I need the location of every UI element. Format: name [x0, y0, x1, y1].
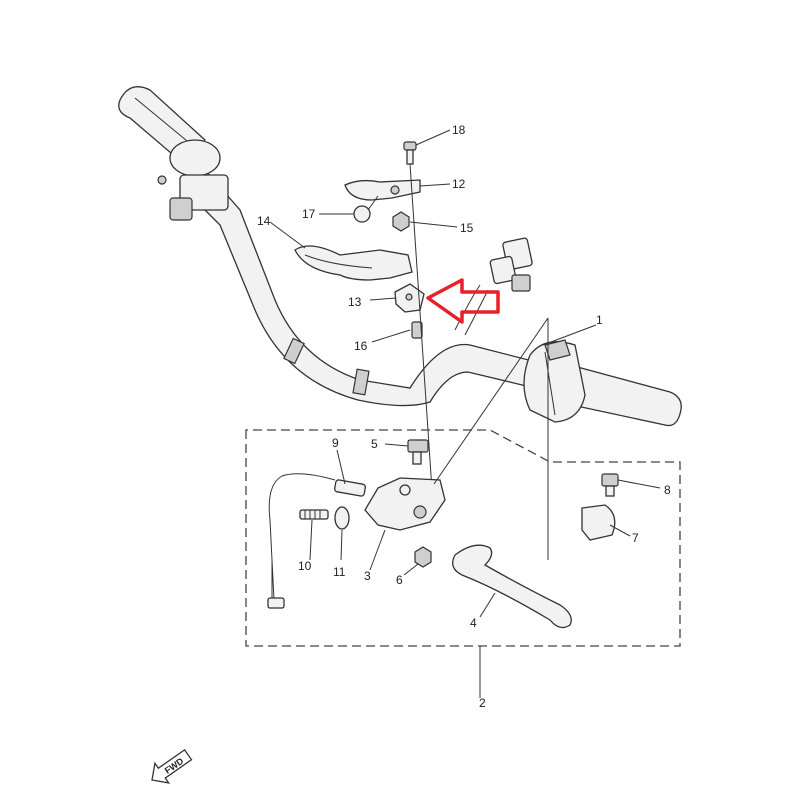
master-cylinder — [157, 139, 229, 221]
screw-17 — [353, 195, 379, 223]
callout-10: 10 — [298, 559, 312, 573]
hot-start-bracket-12 — [344, 179, 421, 201]
grip-rings — [283, 337, 370, 396]
highlight-arrow — [426, 278, 500, 324]
wire-connector — [454, 237, 533, 336]
clutch-lever-4 — [452, 544, 572, 629]
callout-17: 17 — [302, 207, 316, 221]
assembly-box — [245, 429, 681, 647]
callout-15: 15 — [460, 221, 474, 235]
bolt-5 — [407, 439, 429, 465]
callout-4: 4 — [470, 616, 477, 630]
callout-9: 9 — [332, 436, 339, 450]
callout-7: 7 — [632, 531, 639, 545]
bolt-18 — [403, 141, 417, 165]
nut-6 — [414, 546, 432, 568]
callout-6: 6 — [396, 573, 403, 587]
adjuster-9 — [334, 479, 366, 497]
spring-10 — [299, 509, 329, 520]
callouts: 1 2 3 4 5 6 7 8 9 10 11 12 13 14 15 16 1… — [257, 123, 671, 710]
bolt-16 — [411, 321, 423, 339]
hot-start-lever-14 — [294, 245, 413, 281]
callout-2: 2 — [479, 696, 486, 710]
callout-12: 12 — [452, 177, 466, 191]
callout-8: 8 — [664, 483, 671, 497]
callout-3: 3 — [364, 569, 371, 583]
callout-5: 5 — [371, 437, 378, 451]
fwd-arrow-badge: FWD — [151, 748, 193, 784]
callout-1: 1 — [596, 313, 603, 327]
lever-holder-3 — [364, 477, 446, 531]
callout-14: 14 — [257, 214, 271, 228]
clamp-7 — [581, 504, 616, 541]
clutch-cable — [268, 473, 336, 601]
nut-15 — [392, 211, 410, 232]
right-grip — [569, 364, 682, 427]
switch-housing — [454, 237, 586, 423]
callout-16: 16 — [354, 339, 368, 353]
handlebar — [118, 86, 682, 427]
collar-11 — [334, 506, 350, 530]
cable-terminal — [267, 597, 285, 609]
assembly-axis — [409, 163, 433, 491]
callout-11: 11 — [333, 565, 346, 579]
callout-18: 18 — [452, 123, 466, 137]
callout-13: 13 — [348, 295, 362, 309]
leader-lines — [269, 129, 661, 698]
bolt-8 — [601, 473, 619, 497]
